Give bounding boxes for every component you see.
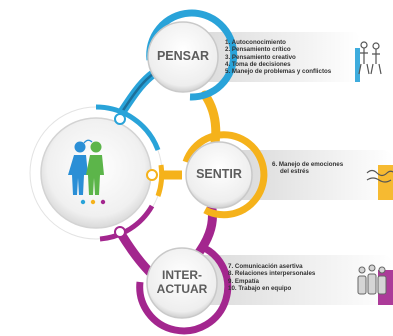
list-item: 8. Relaciones interpersonales xyxy=(228,270,316,278)
list-item: del estrés xyxy=(280,168,309,176)
interactuar-items: 7. Comunicación asertiva 8. Relaciones i… xyxy=(228,263,315,292)
connector-dot-blue xyxy=(114,113,126,125)
sentir-icon xyxy=(366,169,393,183)
list-item: 5. Manejo de problemas y conflictos xyxy=(225,68,332,76)
interactuar-panel xyxy=(190,255,393,305)
interactuar-label: INTER- ACTUAR xyxy=(147,268,217,296)
connector-dot-purple xyxy=(114,226,126,238)
list-item: 7. Comunicación asertiva xyxy=(228,263,303,270)
center-arc-blue xyxy=(95,104,161,151)
center-arc-yellow xyxy=(155,164,165,197)
list-item: 3. Pensamiento creativo xyxy=(225,53,296,61)
pensar-panel-accent xyxy=(355,48,360,82)
list-item: 6. Manejo de emociones xyxy=(272,161,344,168)
interactuar-node xyxy=(146,247,218,319)
interactuar-label-line2: ACTUAR xyxy=(156,282,208,296)
pensar-items: 1. Autoconocimiento 2. Pensamiento críti… xyxy=(225,39,331,75)
pensar-arc xyxy=(146,9,238,101)
connector-dot-yellow xyxy=(146,169,158,181)
interactuar-arc xyxy=(136,242,232,335)
group-icon xyxy=(357,264,387,295)
sentir-node xyxy=(185,141,253,209)
dot-row xyxy=(80,199,106,205)
pensar-node xyxy=(147,21,219,93)
sentir-label: SENTIR xyxy=(196,167,242,181)
people-icon xyxy=(68,139,104,195)
list-item: 4. Toma de decisiones xyxy=(225,60,291,68)
center-arc-purple xyxy=(99,204,155,242)
sentir-panel xyxy=(235,150,393,200)
interactuar-label-line1: INTER- xyxy=(162,268,202,282)
list-item: 10. Trabajo en equipo xyxy=(228,284,292,292)
list-item: 1. Autoconocimiento xyxy=(225,39,286,46)
list-item: 2. Pensamiento crítico xyxy=(225,46,291,54)
sentir-items: 6. Manejo de emociones del estrés xyxy=(272,161,343,176)
list-item: 9. Empatía xyxy=(228,277,259,285)
pensar-label: PENSAR xyxy=(156,49,210,63)
sentir-arc xyxy=(182,131,268,219)
pensar-icon xyxy=(358,41,382,75)
